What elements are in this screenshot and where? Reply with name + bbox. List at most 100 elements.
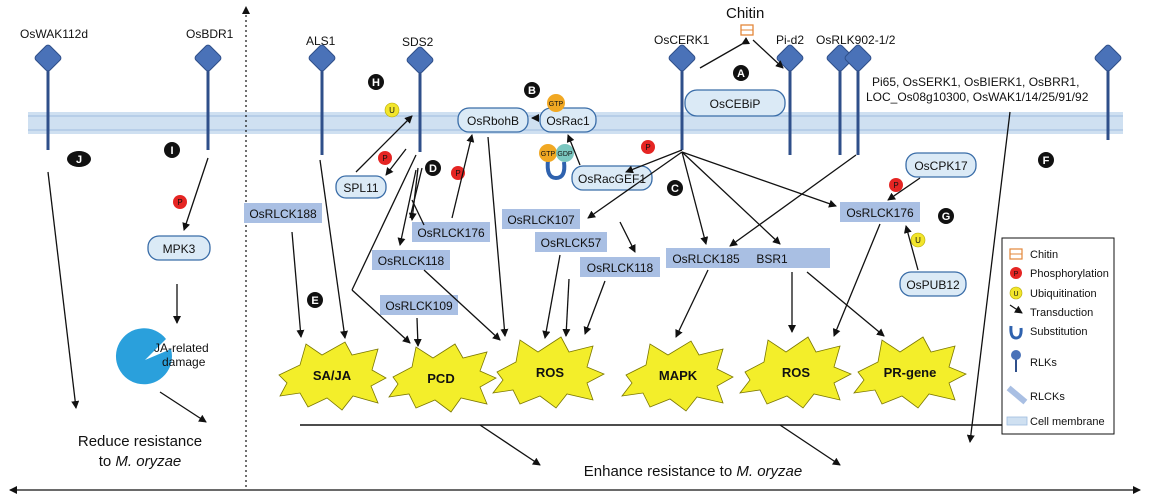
- oval-ospub12: OsPUB12: [899, 271, 967, 297]
- svg-text:OsRLCK176: OsRLCK176: [846, 206, 914, 220]
- box-osrlck188: OsRLCK188: [244, 203, 322, 223]
- legend-rlks-icon: [1011, 350, 1021, 372]
- svg-text:GTP: GTP: [549, 101, 564, 108]
- reduce-resistance-line2: to M. oryzae: [99, 453, 182, 470]
- svg-text:GDP: GDP: [557, 151, 573, 158]
- letter-badge-i: I: [164, 142, 180, 158]
- svg-text:A: A: [737, 68, 745, 80]
- svg-text:PR-gene: PR-gene: [884, 365, 937, 380]
- box-osrlck118a: OsRLCK118: [372, 250, 450, 270]
- burst-mapk: MAPK: [621, 340, 734, 412]
- receptor-als1: [308, 44, 336, 155]
- oval-oscebip: OsCEBiP: [684, 89, 786, 117]
- oval-osrac1: OsRac1: [539, 107, 597, 133]
- svg-text:OsRbohB: OsRbohB: [467, 114, 519, 128]
- letter-badge-a: A: [733, 65, 749, 81]
- burst-ros-2: ROS: [739, 336, 852, 409]
- legend-ubiquitination-icon: U: [1009, 286, 1023, 300]
- svg-text:OsPUB12: OsPUB12: [906, 278, 960, 292]
- chitin-label: Chitin: [726, 5, 764, 22]
- legend-phosphorylation-label: Phosphorylation: [1030, 268, 1109, 280]
- ubiq-badge-ospub12: U: [910, 232, 926, 248]
- svg-text:OsRac1: OsRac1: [546, 114, 590, 128]
- legend-substitution-label: Substitution: [1030, 326, 1087, 338]
- receptor-osrlk902: [826, 44, 872, 155]
- box-osrlck118b: OsRLCK118: [580, 257, 660, 277]
- svg-text:U: U: [915, 236, 921, 245]
- svg-text:P: P: [177, 198, 182, 207]
- box-osrlck57: OsRLCK57: [535, 232, 607, 252]
- oval-osrbohb: OsRbohB: [457, 107, 529, 133]
- box-osrlck176b: OsRLCK176: [840, 202, 920, 222]
- legend-membrane-icon: [1006, 416, 1028, 426]
- letter-badge-b: B: [524, 82, 540, 98]
- ja-damage-pie-icon: [115, 328, 172, 385]
- svg-text:P: P: [1014, 271, 1019, 278]
- svg-text:OsRLCK118: OsRLCK118: [378, 254, 445, 268]
- svg-text:G: G: [942, 211, 951, 223]
- svg-text:MAPK: MAPK: [659, 368, 698, 383]
- svg-text:ROS: ROS: [536, 365, 565, 380]
- svg-text:B: B: [528, 85, 536, 97]
- chitin-icon: [740, 24, 754, 36]
- ubiq-badge-spl11: U: [384, 102, 400, 118]
- divider-arrowhead: [242, 6, 250, 14]
- receptor-osbdr1: [194, 44, 222, 150]
- receptor-others: [1094, 44, 1122, 140]
- phospho-badge-sds2: P: [378, 151, 392, 165]
- svg-text:SA/JA: SA/JA: [313, 368, 352, 383]
- svg-text:OsRLCK185: OsRLCK185: [672, 252, 740, 266]
- legend: Chitin P Phosphorylation U Ubiquitinatio…: [1001, 237, 1115, 435]
- box-osrlck109: OsRLCK109: [380, 295, 458, 315]
- svg-text:OsRLCK118: OsRLCK118: [587, 261, 654, 275]
- letter-badge-e: E: [307, 292, 323, 308]
- burst-ros-1: ROS: [492, 336, 605, 409]
- box-osrlck185: OsRLCK185: [666, 248, 746, 268]
- receptor-oscerk1: [668, 44, 696, 150]
- enhance-resistance-label: Enhance resistance to M. oryzae: [584, 463, 802, 480]
- receptor-label-oscerk1: OsCERK1: [654, 33, 710, 47]
- reduce-resistance-line1: Reduce resistance: [78, 433, 202, 450]
- legend-chitin-label: Chitin: [1030, 249, 1058, 261]
- legend-ubiquitination-label: Ubiquitination: [1030, 288, 1097, 300]
- svg-text:OsCEBiP: OsCEBiP: [710, 97, 761, 111]
- receptor-sds2: [406, 46, 434, 152]
- legend-substitution-icon: [1009, 325, 1023, 340]
- legend-phosphorylation-icon: P: [1010, 267, 1022, 279]
- svg-text:H: H: [372, 77, 380, 89]
- gtp-osrac1-badge: GTP: [547, 94, 565, 112]
- svg-text:OsCPK17: OsCPK17: [914, 159, 968, 173]
- receptor-label-als1: ALS1: [306, 34, 336, 48]
- legend-chitin-icon: [1009, 248, 1023, 260]
- svg-text:GTP: GTP: [541, 151, 556, 158]
- svg-text:MPK3: MPK3: [163, 242, 196, 256]
- ja-damage-line2: damage: [162, 355, 206, 369]
- svg-text:OsRLCK176: OsRLCK176: [417, 226, 485, 240]
- svg-text:PCD: PCD: [427, 371, 454, 386]
- svg-text:OsRLCK109: OsRLCK109: [385, 299, 453, 313]
- phospho-badge-osracgef1: P: [641, 140, 655, 154]
- receptor-label-osrlk902: OsRLK902-1/2: [816, 33, 896, 47]
- svg-text:U: U: [1013, 291, 1018, 298]
- svg-text:J: J: [76, 154, 82, 166]
- legend-transduction-icon: [1009, 304, 1023, 314]
- ja-damage-line1: JA-related: [154, 341, 209, 355]
- svg-text:P: P: [645, 143, 650, 152]
- letter-badge-g: G: [938, 208, 954, 224]
- svg-text:OsRacGEF1: OsRacGEF1: [578, 172, 646, 186]
- svg-text:D: D: [429, 163, 437, 175]
- burst-sa-ja: SA/JA: [278, 341, 387, 411]
- svg-text:E: E: [311, 295, 318, 307]
- svg-text:ROS: ROS: [782, 365, 811, 380]
- phospho-badge-oscpk17: P: [889, 178, 903, 192]
- box-osrlck176a: OsRLCK176: [412, 222, 490, 242]
- burst-pr-gene: PR-gene: [853, 336, 967, 409]
- box-bsr1: BSR1: [746, 248, 830, 268]
- svg-text:I: I: [170, 145, 173, 157]
- letter-badge-h: H: [368, 74, 384, 90]
- svg-text:OsRLCK188: OsRLCK188: [249, 207, 317, 221]
- oval-mpk3: MPK3: [147, 235, 211, 261]
- svg-text:P: P: [893, 181, 898, 190]
- svg-text:OsRLCK107: OsRLCK107: [507, 213, 575, 227]
